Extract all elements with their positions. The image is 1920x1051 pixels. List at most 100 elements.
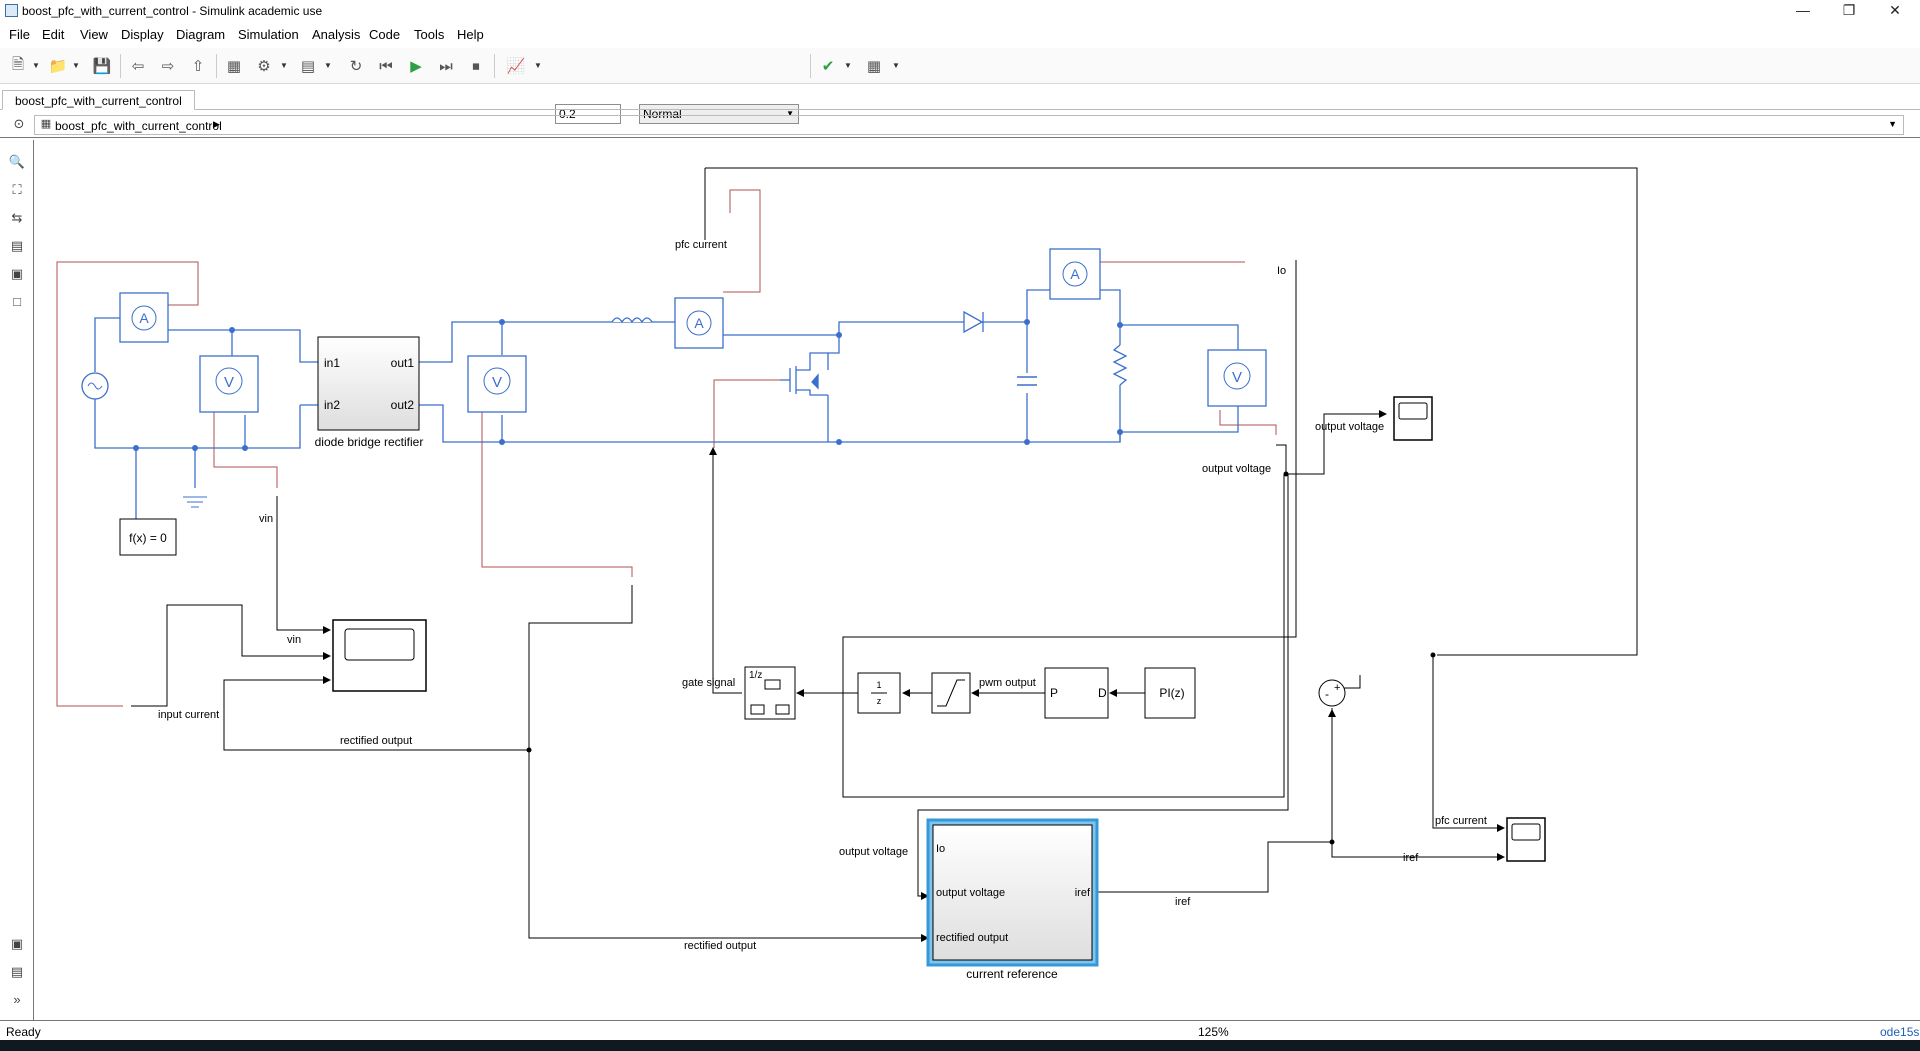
breadcrumb-model[interactable]: boost_pfc_with_current_control <box>55 119 222 133</box>
rectifier-caption: diode bridge rectifier <box>315 435 424 449</box>
voltmeter-rectified[interactable]: V <box>467 355 527 413</box>
area-icon[interactable]: □ <box>13 294 21 309</box>
fit-view-icon[interactable]: ⛶ <box>12 182 22 197</box>
diagram-canvas[interactable]: A V f(x) = 0 in1 in2 out1 out2 diode bri… <box>35 140 1920 1020</box>
close-button[interactable]: ✕ <box>1889 2 1901 18</box>
sum-block[interactable]: - + <box>1318 679 1346 707</box>
open-dropdown-icon[interactable]: ▼ <box>72 61 80 70</box>
build-dropdown-icon[interactable]: ▼ <box>892 61 900 70</box>
zoom-level: 125% <box>1198 1025 1229 1039</box>
ammeter-input[interactable]: A <box>119 292 169 343</box>
library-browser-icon[interactable]: ▦ <box>226 58 242 75</box>
menu-simulation[interactable]: Simulation <box>238 27 299 42</box>
ground-symbol <box>183 496 207 508</box>
solver-config-block[interactable]: f(x) = 0 <box>119 518 177 556</box>
scope-input[interactable] <box>332 619 427 692</box>
tab-model[interactable]: boost_pfc_with_current_control <box>2 90 195 110</box>
solver-link[interactable]: ode15s <box>1880 1025 1920 1039</box>
saturation-block[interactable] <box>931 672 971 714</box>
minimize-button[interactable]: — <box>1796 2 1810 18</box>
zoh-label: 1/z <box>749 670 762 681</box>
build-icon[interactable]: ▦ <box>866 58 882 75</box>
left-palette: 🔍 ⛶ ⇆ ▤ ▣ □ ▣ ▤ » <box>0 140 34 1020</box>
report-icon[interactable]: ▤ <box>10 964 24 979</box>
menu-display[interactable]: Display <box>121 27 164 42</box>
voltmeter-input[interactable]: V <box>199 355 259 413</box>
step-back-icon[interactable]: ⏮ <box>379 57 393 75</box>
diode[interactable] <box>963 310 984 334</box>
breadcrumb-dropdown-icon[interactable]: ▼ <box>1888 119 1897 129</box>
menu-file[interactable]: File <box>9 27 30 42</box>
forward-icon[interactable]: ⇨ <box>161 58 175 75</box>
window-title: boost_pfc_with_current_control - Simulin… <box>22 4 323 18</box>
menu-code[interactable]: Code <box>369 27 401 42</box>
simulation-mode-value: Normal <box>643 107 682 121</box>
back-icon[interactable]: ⇦ <box>131 58 145 75</box>
expand-panel-icon[interactable]: » <box>13 992 21 1007</box>
pwm-p-label: P <box>1050 686 1058 700</box>
explorer-dropdown-icon[interactable]: ▼ <box>324 61 332 70</box>
zoom-icon[interactable]: 🔍 <box>8 154 26 169</box>
ammeter-pfc[interactable]: A <box>674 297 724 349</box>
new-dropdown-icon[interactable]: ▼ <box>32 61 40 70</box>
subsystem-port-io: Io <box>936 843 945 855</box>
advisor-dropdown-icon[interactable]: ▼ <box>844 61 852 70</box>
screenshot-icon[interactable]: ▣ <box>10 936 24 951</box>
model-icon: ▦ <box>40 118 52 130</box>
pi-controller-block[interactable]: PI(z) <box>1144 667 1196 719</box>
capacitor[interactable] <box>1017 376 1037 386</box>
menu-analysis[interactable]: Analysis <box>312 27 361 42</box>
scope-output-voltage[interactable] <box>1393 396 1433 441</box>
signal-label-input-current: input current <box>158 709 219 721</box>
up-level-icon[interactable]: ⇧ <box>191 58 205 75</box>
arrows-icon[interactable]: ⇆ <box>11 210 23 225</box>
restore-button[interactable]: ❐ <box>1842 2 1856 18</box>
diode-bridge-rectifier-block[interactable]: in1 in2 out1 out2 diode bridge rectifier <box>315 336 424 449</box>
rectifier-in2-label: in2 <box>324 398 340 412</box>
image-icon[interactable]: ▣ <box>10 266 24 281</box>
signal-label-io: Io <box>1277 265 1286 277</box>
model-explorer-icon[interactable]: ▤ <box>300 58 316 75</box>
step-forward-icon[interactable]: ⏭ <box>439 57 453 75</box>
signal-label-output-voltage-scope: output voltage <box>1315 421 1384 433</box>
run-icon[interactable]: ▶ <box>410 58 422 75</box>
ammeter-output[interactable]: A <box>1049 248 1101 300</box>
svg-text:z: z <box>877 696 882 706</box>
ac-voltage-source[interactable] <box>81 372 109 400</box>
save-icon[interactable]: 💾 <box>92 58 112 75</box>
signal-label-pfc-current-scope: pfc current <box>1435 815 1487 827</box>
toolbar: 🗎 ▼ 📁 ▼ 💾 ⇦ ⇨ ⇧ ▦ ⚙ ▼ ▤ ▼ ↻ ⏮ ▶ ⏭ ⏹ 📈 ▼ … <box>0 48 1920 124</box>
data-inspector-icon[interactable]: 📈 <box>506 58 526 75</box>
voltmeter-output[interactable]: V <box>1207 349 1267 407</box>
open-folder-icon[interactable]: 📁 <box>48 58 68 75</box>
simulink-app-icon <box>5 4 18 17</box>
inspector-dropdown-icon[interactable]: ▼ <box>534 61 542 70</box>
ammeter-label: A <box>1070 266 1080 282</box>
breadcrumb-arrow-icon[interactable]: ▶ <box>213 119 220 129</box>
menu-view[interactable]: View <box>80 27 108 42</box>
menu-help[interactable]: Help <box>457 27 484 42</box>
model-settings-icon[interactable]: ⚙ <box>257 58 271 75</box>
update-diagram-icon[interactable]: ↻ <box>349 58 363 75</box>
menu-diagram[interactable]: Diagram <box>176 27 226 42</box>
hide-explorer-icon[interactable]: ⊙ <box>13 116 25 131</box>
menu-edit[interactable]: Edit <box>42 27 65 42</box>
model-advisor-icon[interactable]: ✔ <box>821 58 835 75</box>
menu-bar: File Edit View Display Diagram Simulatio… <box>0 24 1920 46</box>
zoh-block[interactable]: 1/z <box>744 666 796 720</box>
settings-dropdown-icon[interactable]: ▼ <box>280 61 288 70</box>
stop-icon[interactable]: ⏹ <box>472 57 480 75</box>
address-bar: ⊙ ▦ boost_pfc_with_current_control ▶ ▼ <box>0 112 1920 138</box>
delay-block[interactable]: 1z <box>857 672 901 714</box>
current-reference-subsystem[interactable]: Io output voltage rectified output iref … <box>926 818 1099 981</box>
menu-tools[interactable]: Tools <box>414 27 445 42</box>
status-bar: Ready 125% ode15s <box>0 1020 1920 1040</box>
new-model-icon[interactable]: 🗎 <box>11 55 25 73</box>
inductor[interactable] <box>611 317 653 324</box>
signal-label-vin-scope: vin <box>287 634 301 646</box>
load-resistor[interactable] <box>1112 344 1128 386</box>
annotation-icon[interactable]: ▤ <box>10 238 24 253</box>
mosfet[interactable] <box>780 352 828 396</box>
scope-current[interactable] <box>1506 817 1546 862</box>
pwm-block[interactable]: P D <box>1044 667 1109 719</box>
